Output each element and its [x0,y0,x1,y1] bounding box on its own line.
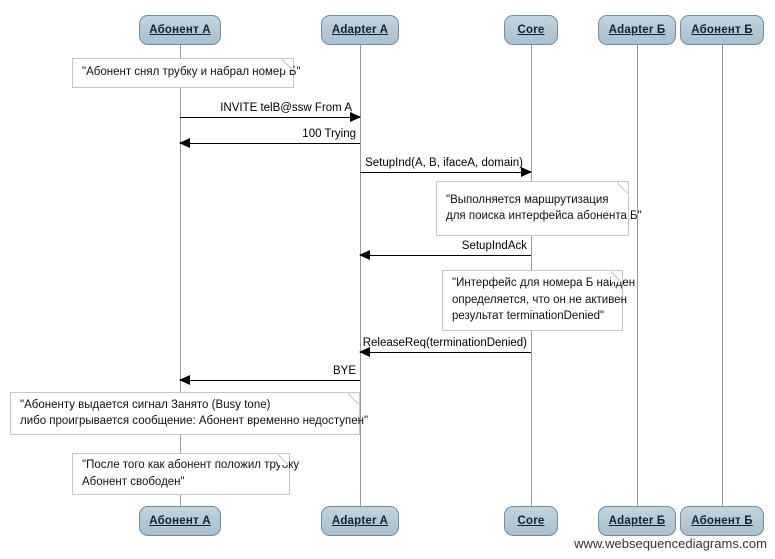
arrowhead-icon [359,249,370,260]
participant-header-adapter-b[interactable]: Adapter Б [598,15,676,45]
participant-label: Core [517,24,545,36]
note-note-offhook: "Абонент снял трубку и набрал номер Б" [72,58,301,88]
note-fold-icon [617,182,628,193]
participant-header-core[interactable]: Core [504,15,558,45]
participant-label: Абонент Б [691,24,753,36]
arrowhead-icon [179,374,190,385]
message-shaft [360,352,531,353]
arrowhead-icon [521,166,532,177]
arrowhead-icon [179,137,190,148]
participant-footer-abonent-a[interactable]: Абонент А [139,506,221,536]
participant-label: Core [517,515,545,527]
lifeline-abonent-a [179,45,181,506]
message-label: BYE [332,365,356,377]
arrowhead-icon [359,346,370,357]
note-fold-icon [348,393,359,404]
note-fold-icon [611,271,622,282]
note-line: "Интерфейс для номера Б найден [452,277,636,290]
participant-label: Абонент А [149,24,211,36]
message-shaft [360,172,531,173]
participant-header-abonent-a[interactable]: Абонент А [139,15,221,45]
note-note-busy-tone: "Абоненту выдается сигнал Занято (Busy t… [10,392,369,435]
message-shaft [180,117,360,118]
note-line: либо проигрывается сообщение: Абонент вр… [20,415,369,427]
participant-label: Adapter A [331,24,389,36]
participant-footer-abonent-b[interactable]: Абонент Б [680,506,764,536]
note-note-termination-denied: "Интерфейс для номера Б найден определяет… [442,270,636,331]
arrowhead-icon [350,111,361,122]
note-line: "Абоненту выдается сигнал Занято (Busy t… [20,398,271,411]
participant-header-adapter-a[interactable]: Adapter A [321,15,399,45]
message-msg-setupind[interactable]: SetupInd(A, B, ifaceA, domain) [360,157,532,177]
note-line: определяется, что он не активен [452,293,627,306]
message-msg-setupindack[interactable]: SetupIndAck [359,240,531,260]
message-label: INVITE telB@ssw From A [220,102,352,114]
participant-label: Adapter Б [608,24,666,36]
message-label: SetupInd(A, B, ifaceA, domain) [365,157,523,169]
message-shaft [180,143,360,144]
note-line: Абонент свободен" [82,475,185,488]
note-line: "Выполняется маршрутизация [446,193,609,206]
message-msg-bye[interactable]: BYE [179,365,360,385]
lifeline-adapter-a [359,45,361,506]
note-line: результат terminationDenied" [452,310,605,323]
message-label: 100 Trying [302,128,356,140]
note-fold-icon [282,59,293,70]
participant-header-abonent-b[interactable]: Абонент Б [680,15,764,45]
participant-label: Абонент А [149,515,211,527]
participant-label: Абонент Б [691,515,753,527]
lifeline-abonent-b [721,45,723,506]
participant-footer-adapter-b[interactable]: Adapter Б [598,506,676,536]
watermark: www.websequencediagrams.com [574,536,767,551]
participant-footer-core[interactable]: Core [504,506,558,536]
note-fold-icon [278,454,289,465]
participant-label: Adapter Б [608,515,666,527]
message-msg-invite[interactable]: INVITE telB@ssw From A [180,102,361,122]
message-shaft [180,380,360,381]
participant-footer-adapter-a[interactable]: Adapter A [321,506,399,536]
message-msg-releasereq[interactable]: ReleaseReq(terminationDenied) [359,337,531,357]
participant-label: Adapter A [331,515,389,527]
note-line: "После того как абонент положил трубку [82,459,300,471]
message-shaft [360,255,531,256]
lifeline-adapter-b [636,45,638,506]
note-line: "Абонент снял трубку и набрал номер Б" [82,66,301,79]
message-label: ReleaseReq(terminationDenied) [362,337,527,349]
note-line: для поиска интерфейса абонента Б" [446,210,642,222]
message-label: SetupIndAck [461,240,527,252]
message-msg-100-trying[interactable]: 100 Trying [179,128,360,148]
note-note-routing: "Выполняется маршрутизация для поиска инт… [436,181,642,236]
